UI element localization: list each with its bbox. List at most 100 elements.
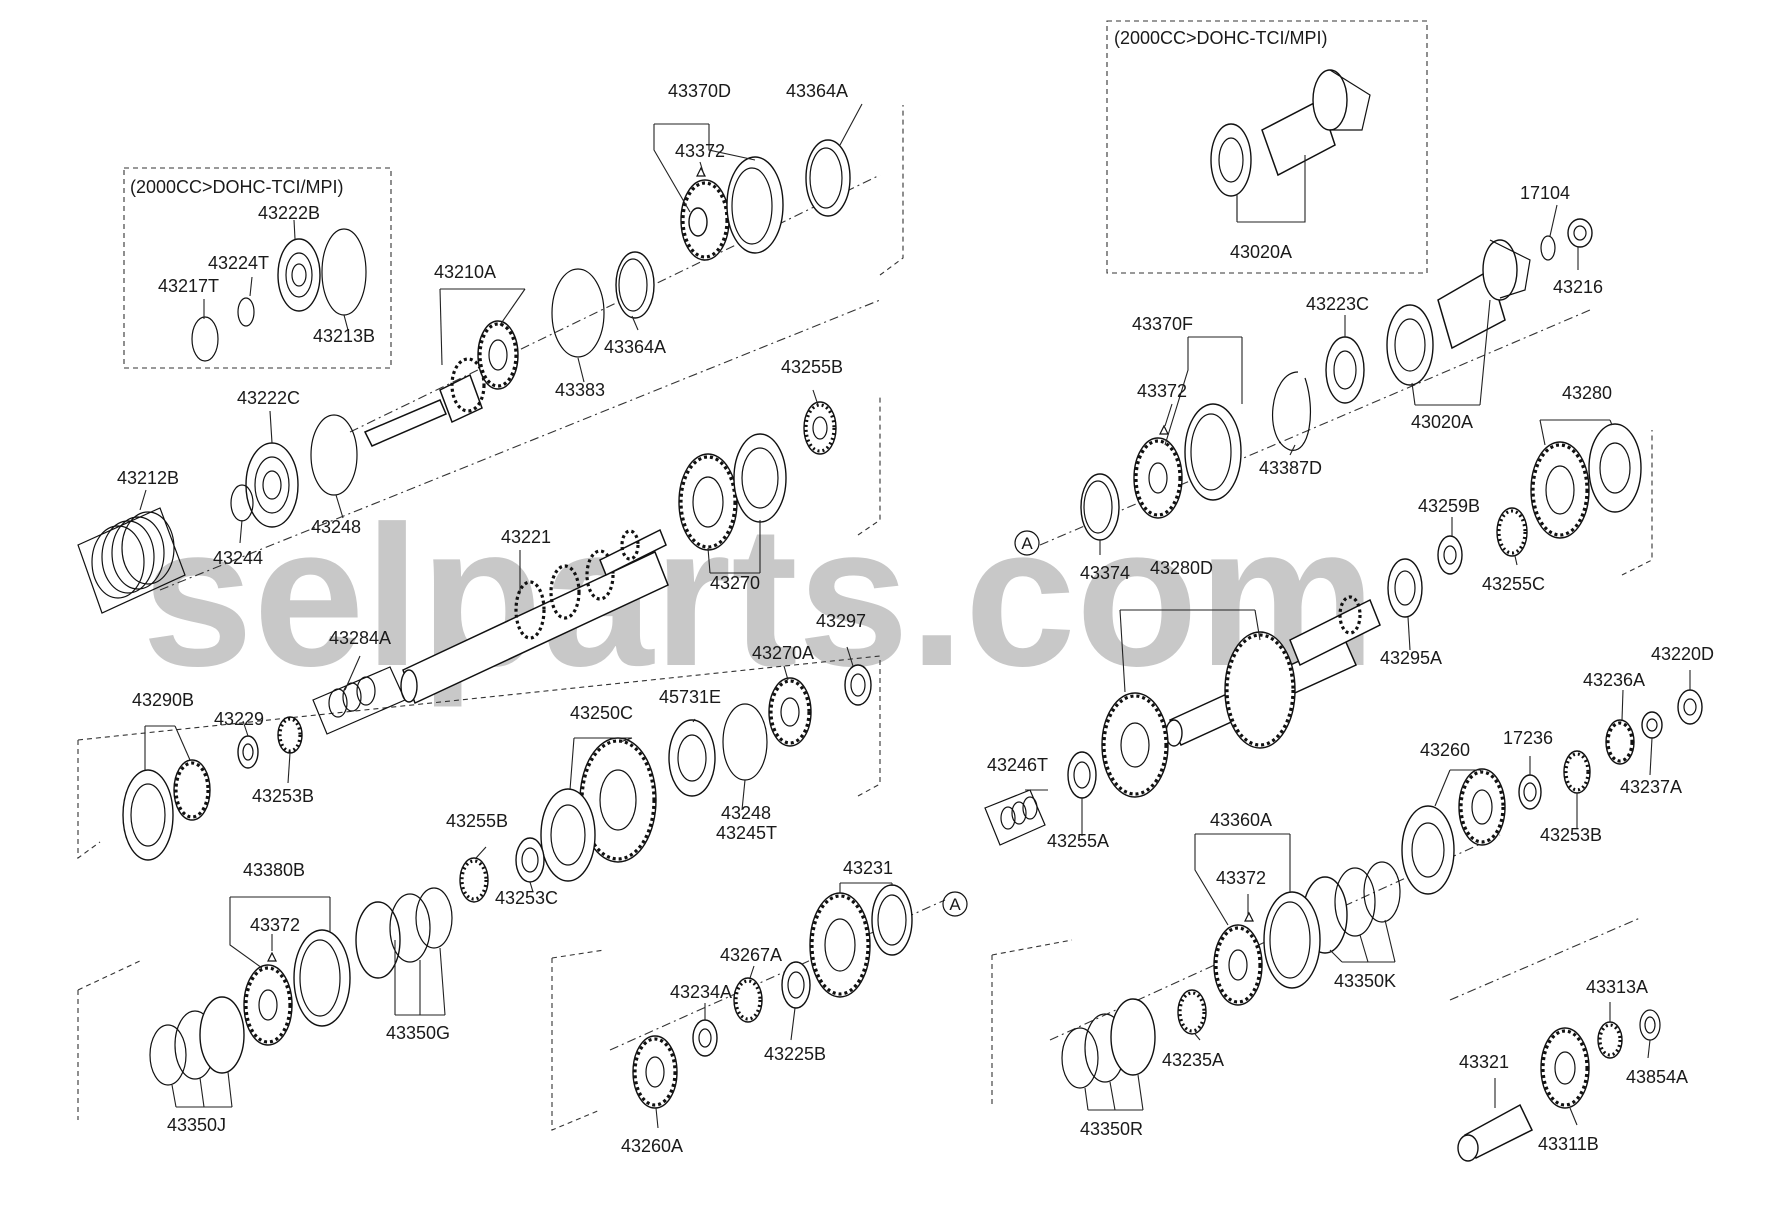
bearing-43222B xyxy=(277,238,321,312)
bearing-45731E xyxy=(668,719,716,797)
label-43244: 43244 xyxy=(213,548,263,568)
washer-43854A xyxy=(1639,1009,1661,1041)
label-43380B: 43380B xyxy=(243,860,305,880)
flange-43020A-mid xyxy=(1386,239,1531,386)
label-43854A: 43854A xyxy=(1626,1067,1688,1087)
shaft-43280D xyxy=(1165,595,1381,749)
label-43246T: 43246T xyxy=(987,755,1048,775)
gear-43270 xyxy=(678,433,787,551)
sync-rings-43350R xyxy=(1061,998,1156,1089)
bushing-43234A xyxy=(692,1019,718,1057)
label-17104: 17104 xyxy=(1520,183,1570,203)
snap-ring-43213B xyxy=(321,228,367,316)
label-43295A: 43295A xyxy=(1380,648,1442,668)
shim-set-43212B xyxy=(77,507,186,614)
needle-bearing-43255B-top xyxy=(803,401,837,455)
label-43260A: 43260A xyxy=(621,1136,683,1156)
spring-43246T xyxy=(984,789,1046,846)
needle-bearing-43255B-lower xyxy=(459,857,489,903)
label-43222C: 43222C xyxy=(237,388,300,408)
needle-bearing-43313A xyxy=(1597,1021,1623,1059)
label-43235A: 43235A xyxy=(1162,1050,1224,1070)
synchro-hub-43360A xyxy=(1213,891,1321,1006)
gear-43280 xyxy=(1530,423,1642,539)
bushing-17236 xyxy=(1518,774,1542,810)
gear-43311B xyxy=(1540,1027,1590,1109)
shaft-43321 xyxy=(1457,1103,1533,1162)
sync-ring-43374 xyxy=(1080,473,1120,541)
label-43229: 43229 xyxy=(214,709,264,729)
reference-marker-a2-label: A xyxy=(949,895,961,914)
option-box-left-note: (2000CC>DOHC-TCI/MPI) xyxy=(130,177,344,197)
label-43221: 43221 xyxy=(501,527,551,547)
leader-lines xyxy=(139,103,1691,1129)
needle-bearing-43253B-left xyxy=(277,716,303,754)
label-43220D: 43220D xyxy=(1651,644,1714,664)
input-shaft-43210A xyxy=(363,320,519,447)
label-43372-d: 43372 xyxy=(1216,868,1266,888)
label-43250C: 43250C xyxy=(570,703,633,723)
label-43372-a: 43372 xyxy=(675,141,725,161)
label-43222B: 43222B xyxy=(258,203,320,223)
label-43350K: 43350K xyxy=(1334,971,1396,991)
label-17236: 17236 xyxy=(1503,728,1553,748)
label-43223C: 43223C xyxy=(1306,294,1369,314)
label-43311B: 43311B xyxy=(1538,1134,1599,1154)
label-43255B-b: 43255B xyxy=(446,811,508,831)
gear-43270A xyxy=(768,677,812,747)
gear-43280D-lower xyxy=(1101,692,1169,798)
option-box-right: (2000CC>DOHC-TCI/MPI) xyxy=(1106,20,1428,274)
label-43234A: 43234A xyxy=(670,982,732,1002)
label-43217T: 43217T xyxy=(158,276,219,296)
label-43321: 43321 xyxy=(1459,1052,1509,1072)
label-43020A-mid: 43020A xyxy=(1411,412,1473,432)
sync-rings-43350J xyxy=(149,996,245,1086)
flange-43020A-top xyxy=(1210,69,1371,197)
label-43270A: 43270A xyxy=(752,643,814,663)
label-43020A-top: 43020A xyxy=(1230,242,1292,262)
nut-43216 xyxy=(1567,218,1593,248)
bushing-43297 xyxy=(844,664,872,706)
label-43267A: 43267A xyxy=(720,945,782,965)
gear-43250C xyxy=(540,737,657,882)
gear-43231 xyxy=(809,884,913,998)
label-43290B: 43290B xyxy=(132,690,194,710)
snap-ring-43217T xyxy=(191,316,219,362)
ring-17104 xyxy=(1540,235,1556,261)
bushing-43229 xyxy=(237,735,259,769)
label-43248-b: 43248 xyxy=(721,803,771,823)
option-box-left: (2000CC>DOHC-TCI/MPI) xyxy=(123,167,392,369)
reference-marker-a2: A xyxy=(942,891,968,917)
bearing-43255A xyxy=(1067,751,1097,799)
bearing-43223C xyxy=(1325,336,1365,404)
label-43364A-top: 43364A xyxy=(786,81,848,101)
label-43350R: 43350R xyxy=(1080,1119,1143,1139)
snap-ring-43224T xyxy=(237,297,255,327)
nut-43237A xyxy=(1641,711,1663,739)
label-43313A: 43313A xyxy=(1586,977,1648,997)
sync-rings-43350G xyxy=(355,887,453,979)
part-labels: 43370D 43364A 43372 43210A 43364A 43383 … xyxy=(117,81,1714,1156)
synchro-hub-43370F xyxy=(1133,403,1242,519)
label-43370D: 43370D xyxy=(668,81,731,101)
label-43213B: 43213B xyxy=(313,326,375,346)
bushing-43259B xyxy=(1437,535,1463,575)
needle-bearing-43267A xyxy=(733,977,763,1023)
label-43248-a: 43248 xyxy=(311,517,361,537)
label-43364A-mid: 43364A xyxy=(604,337,666,357)
label-43387D: 43387D xyxy=(1259,458,1322,478)
gear-43260 xyxy=(1401,768,1506,895)
label-43236A: 43236A xyxy=(1583,670,1645,690)
reference-marker-a1: A xyxy=(1014,530,1040,556)
label-43280: 43280 xyxy=(1562,383,1612,403)
needle-bearing-43235A xyxy=(1177,989,1207,1035)
label-43372-c: 43372 xyxy=(1137,381,1187,401)
label-43284A: 43284A xyxy=(329,628,391,648)
label-43237A: 43237A xyxy=(1620,777,1682,797)
label-43253B-b: 43253B xyxy=(1540,825,1602,845)
label-43224T: 43224T xyxy=(208,253,269,273)
label-43245T: 43245T xyxy=(716,823,777,843)
gear-43236A xyxy=(1605,719,1635,765)
spring-set-43284A xyxy=(312,666,406,735)
label-43372-b: 43372 xyxy=(250,915,300,935)
